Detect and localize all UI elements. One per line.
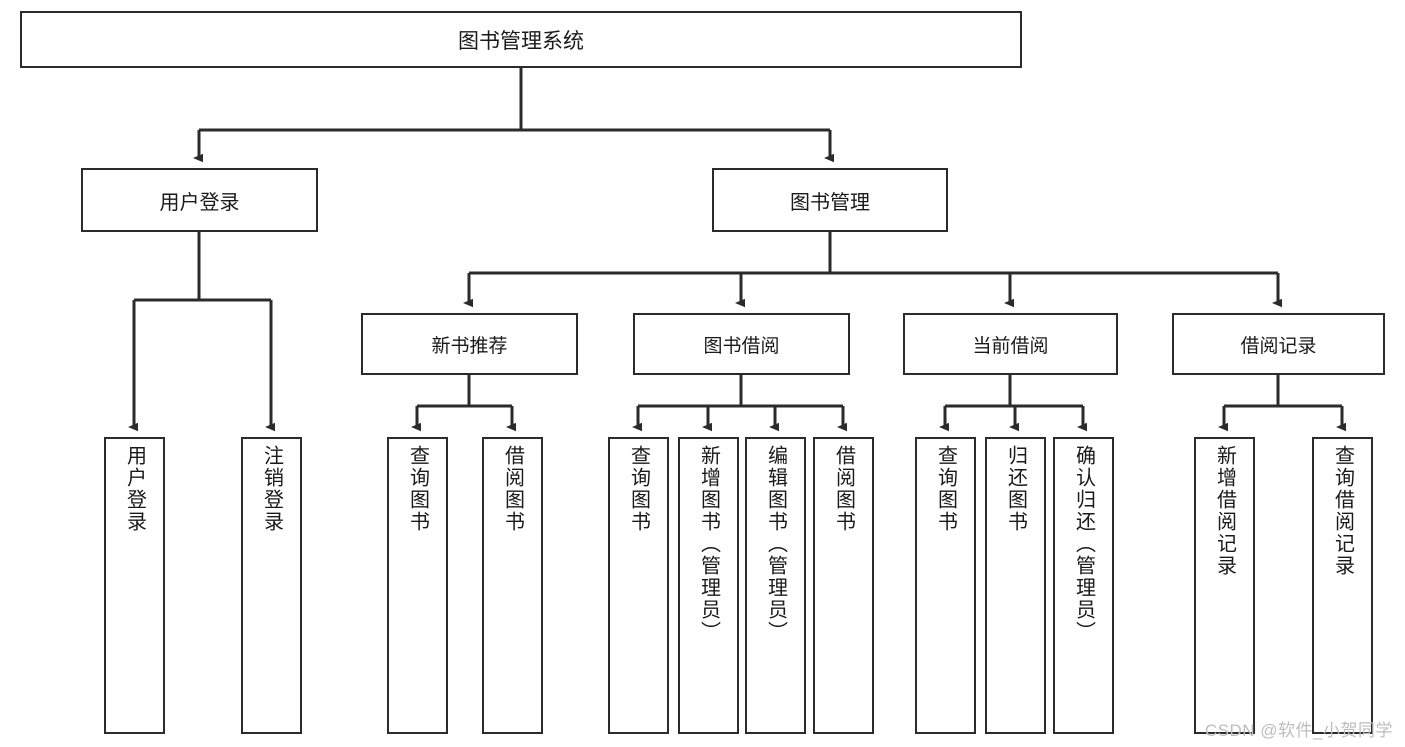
leaf-borrow-borrow-book-label: 借阅图书 (832, 445, 855, 533)
leaf-borrow-query-book-label: 查询图书 (627, 445, 650, 533)
leaf-borrow-edit-book[interactable]: 编辑图书（管理员） (745, 437, 806, 734)
leaf-current-return-book[interactable]: 归还图书 (985, 437, 1046, 734)
leaf-borrow-query-book[interactable]: 查询图书 (608, 437, 669, 734)
leaf-recommend-borrow-book-label: 借阅图书 (501, 445, 524, 533)
node-borrow-record[interactable]: 借阅记录 (1172, 313, 1385, 375)
node-new-book-recommend-label: 新书推荐 (431, 335, 508, 357)
leaf-current-confirm-return-label: 确认归还（管理员） (1072, 445, 1095, 643)
leaf-current-query-book-label: 查询图书 (934, 445, 957, 533)
node-borrow-record-label: 借阅记录 (1240, 335, 1317, 357)
leaf-borrow-add-book[interactable]: 新增图书（管理员） (678, 437, 739, 734)
node-new-book-recommend[interactable]: 新书推荐 (361, 313, 578, 375)
node-user-login-label: 用户登录 (159, 191, 240, 214)
node-book-management[interactable]: 图书管理 (712, 168, 948, 232)
leaf-user-login[interactable]: 用户登录 (104, 437, 165, 734)
leaf-user-logout[interactable]: 注销登录 (241, 437, 302, 734)
leaf-user-logout-label: 注销登录 (260, 445, 283, 533)
leaf-current-return-book-label: 归还图书 (1004, 445, 1027, 533)
node-user-login[interactable]: 用户登录 (81, 168, 318, 232)
leaf-recommend-query-book-label: 查询图书 (406, 445, 429, 533)
leaf-record-add-label: 新增借阅记录 (1213, 445, 1236, 577)
node-current-borrow-label: 当前借阅 (972, 335, 1049, 357)
leaf-record-add[interactable]: 新增借阅记录 (1194, 437, 1255, 734)
node-book-borrow-label: 图书借阅 (703, 335, 780, 357)
leaf-borrow-add-book-label: 新增图书（管理员） (697, 445, 720, 643)
node-book-borrow[interactable]: 图书借阅 (633, 313, 850, 375)
leaf-recommend-query-book[interactable]: 查询图书 (387, 437, 448, 734)
leaf-current-confirm-return[interactable]: 确认归还（管理员） (1053, 437, 1114, 734)
node-book-management-label: 图书管理 (790, 191, 870, 214)
leaf-record-query[interactable]: 查询借阅记录 (1312, 437, 1373, 734)
watermark: CSDN @软件_小贺同学 (1204, 721, 1393, 740)
node-root-label: 图书管理系统 (458, 29, 584, 53)
leaf-borrow-borrow-book[interactable]: 借阅图书 (813, 437, 874, 734)
leaf-record-query-label: 查询借阅记录 (1331, 445, 1354, 577)
leaf-user-login-label: 用户登录 (123, 445, 146, 533)
node-current-borrow[interactable]: 当前借阅 (903, 313, 1118, 375)
node-root[interactable]: 图书管理系统 (20, 11, 1022, 68)
leaf-recommend-borrow-book[interactable]: 借阅图书 (482, 437, 543, 734)
leaf-borrow-edit-book-label: 编辑图书（管理员） (764, 445, 787, 643)
leaf-current-query-book[interactable]: 查询图书 (915, 437, 976, 734)
